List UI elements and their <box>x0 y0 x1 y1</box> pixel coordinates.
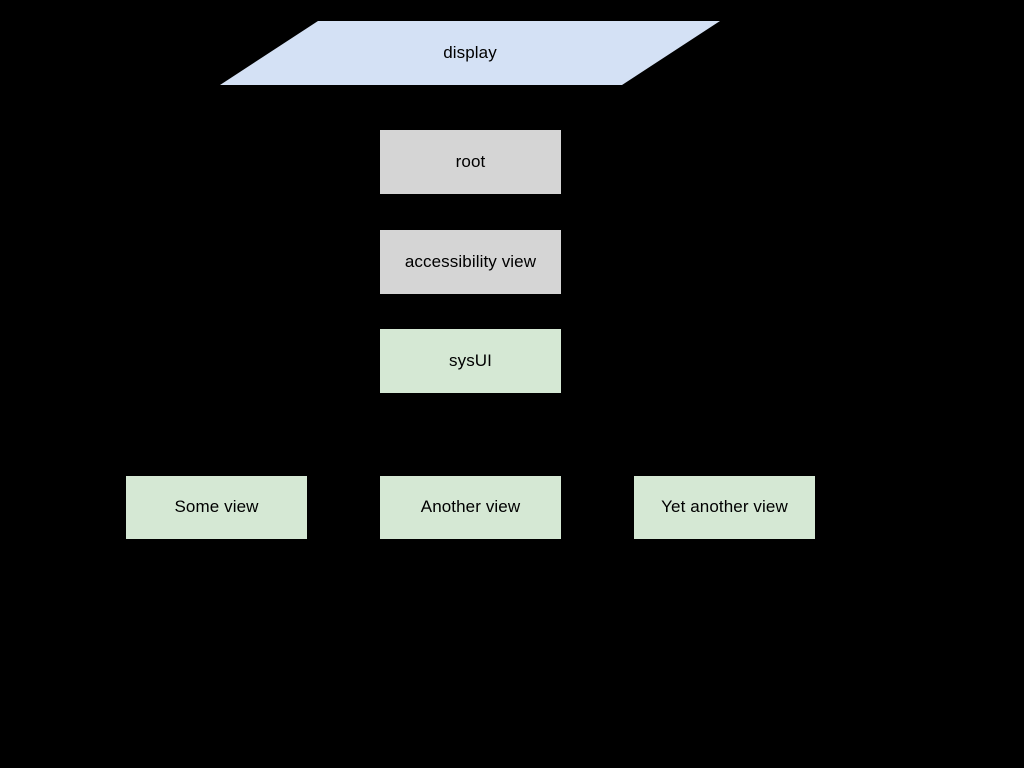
node-accessibility-view-label: accessibility view <box>404 251 537 271</box>
parallelogram-shape <box>220 21 720 85</box>
node-sysui-label: sysUI <box>449 350 492 370</box>
node-root[interactable]: root <box>380 130 561 194</box>
node-some-view[interactable]: Some view <box>126 476 307 539</box>
node-yet-another-view-label: Yet another view <box>661 497 788 517</box>
node-accessibility-view[interactable]: accessibility view <box>380 230 561 294</box>
node-yet-another-view[interactable]: Yet another view <box>634 476 815 539</box>
node-root-label: root <box>455 151 486 171</box>
node-some-view-label: Some view <box>174 497 259 517</box>
node-sysui[interactable]: sysUI <box>380 329 561 393</box>
node-another-view-label: Another view <box>420 497 521 517</box>
node-another-view[interactable]: Another view <box>380 476 561 539</box>
node-display[interactable]: display <box>220 21 720 85</box>
